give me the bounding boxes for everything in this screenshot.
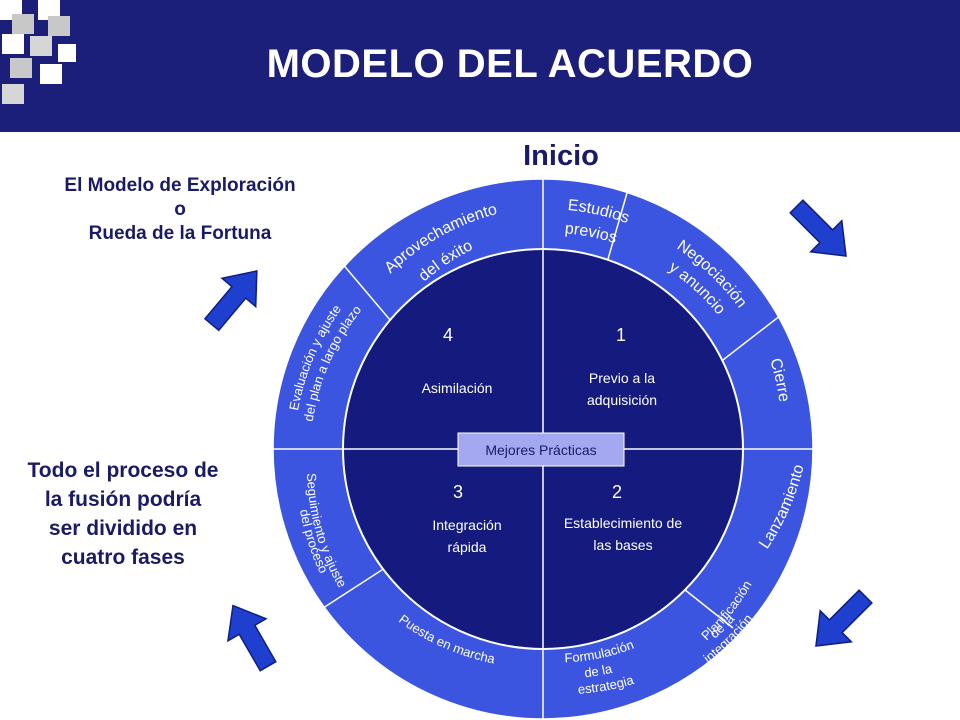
- model-subtitle: El Modelo de Exploración o Rueda de la F…: [20, 174, 340, 246]
- phases-note-line: cuatro fases: [61, 546, 185, 569]
- arrow-up-right-icon: [203, 270, 258, 332]
- subtitle-line: Rueda de la Fortuna: [88, 223, 272, 244]
- phases-note: Todo el proceso de la fusión podría ser …: [0, 456, 246, 572]
- quadrant-label-1: Previo a la: [589, 370, 655, 386]
- best-practices-label: Mejores Prácticas: [485, 442, 596, 458]
- quadrant-number-1: 1: [616, 325, 626, 345]
- quadrant-label-2: las bases: [593, 537, 652, 553]
- quadrant-number-3: 3: [453, 482, 463, 502]
- quadrant-label-1: adquisición: [587, 392, 657, 408]
- segment-label-formulacion: de la: [583, 661, 614, 681]
- arrow-down-right-icon: [789, 199, 847, 257]
- arrow-down-left-icon: [815, 589, 873, 647]
- arrow-up-left-icon: [226, 604, 277, 672]
- phases-note-line: la fusión podría: [44, 488, 202, 511]
- quadrant-label-4: Asimilación: [422, 380, 493, 396]
- quadrant-number-2: 2: [612, 482, 622, 502]
- quadrant-label-2: Establecimiento de: [564, 515, 683, 531]
- page-title: MODELO DEL ACUERDO: [266, 42, 754, 86]
- quadrant-label-3: rápida: [448, 539, 487, 555]
- quadrant-label-3: Integración: [432, 517, 501, 533]
- subtitle-line: o: [174, 199, 186, 220]
- quadrant-number-4: 4: [443, 325, 453, 345]
- phases-note-line: ser dividido en: [48, 517, 198, 540]
- header-bar: MODELO DEL ACUERDO: [0, 0, 960, 132]
- best-practices-badge: [457, 432, 625, 467]
- phases-note-line: Todo el proceso de: [27, 459, 219, 482]
- subtitle-line: El Modelo de Exploración: [64, 175, 296, 196]
- start-label: Inicio: [523, 140, 599, 172]
- logo-squares-icon: [0, 0, 76, 104]
